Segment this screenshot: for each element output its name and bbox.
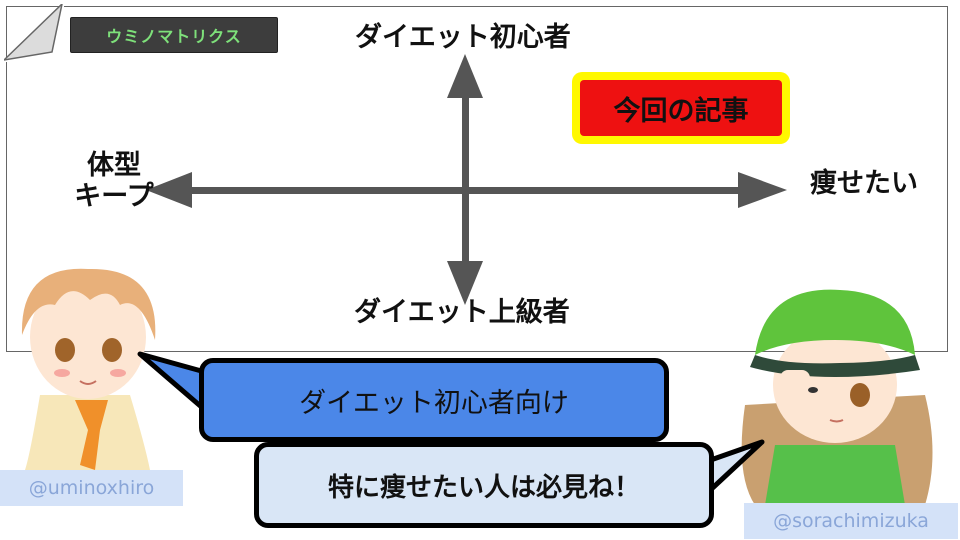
axis-label-right: 痩せたい [810,168,918,199]
axis-label-left-line1: 体型 [87,150,141,181]
matrix-panel [6,6,948,352]
speech-bubble-left: ダイエット初心者向け [199,358,669,442]
folded-corner-icon [4,4,64,62]
handle-right: @sorachimizuka [744,503,958,539]
handle-left: @uminoxhiro [0,470,183,506]
axis-label-bottom: ダイエット上級者 [354,297,570,328]
current-article-label: 今回の記事 [580,80,782,136]
up-arrowhead [447,54,483,98]
axis-label-top: ダイエット初心者 [355,22,571,53]
axis-label-left: 体型 キープ [68,150,160,212]
down-arrowhead [447,261,483,305]
speech-bubble-right: 特に痩せたい人は必見ね！ [254,442,714,528]
boy-character-illustration [21,268,156,470]
right-arrowhead [738,172,787,208]
current-article-highlight: 今回の記事 [572,72,790,144]
vertical-axis-line [462,88,469,288]
left-arrowhead [146,172,192,208]
girl-character-illustration [741,289,933,505]
matrix-title-tag: ウミノマトリクス [70,17,278,53]
axis-label-left-line2: キープ [74,181,154,213]
